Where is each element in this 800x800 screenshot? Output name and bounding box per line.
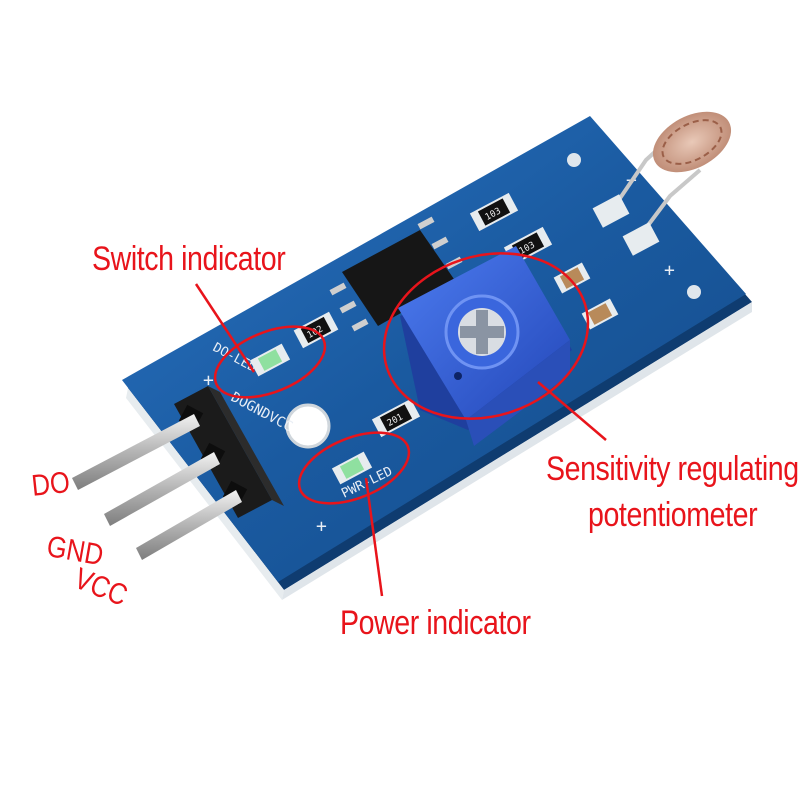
smd-resistors: 102 103 103 201 xyxy=(293,192,553,438)
power-indicator-label: Power indicator xyxy=(340,604,531,642)
pin-label-do: DO xyxy=(30,466,72,503)
pin-vcc xyxy=(136,490,242,560)
ldr-photoresistor xyxy=(592,111,732,256)
switch-indicator-pointer xyxy=(194,283,256,373)
pin-do xyxy=(72,414,200,490)
header-pins xyxy=(72,414,242,560)
potentiometer xyxy=(398,246,572,446)
silk-plus-ldr: + xyxy=(664,260,675,281)
pin-gnd xyxy=(104,452,220,526)
switch-indicator-ring xyxy=(213,325,327,399)
potentiometer-pointer xyxy=(537,381,607,441)
annotations xyxy=(213,252,590,505)
potentiometer-ring xyxy=(382,252,590,420)
sensitivity-label-line1: Sensitivity regulating xyxy=(546,450,799,488)
sensitivity-label-line2: potentiometer xyxy=(588,496,758,534)
silk-plus-bottom: + xyxy=(316,516,327,537)
pointer-lines xyxy=(194,283,607,597)
ic-chip xyxy=(329,216,463,332)
power-led xyxy=(331,451,373,485)
switch-indicator-label: Switch indicator xyxy=(92,240,286,278)
switch-led xyxy=(249,343,291,377)
power-indicator-ring xyxy=(297,431,411,505)
smd-capacitors xyxy=(553,262,619,330)
power-indicator-pointer xyxy=(364,477,384,597)
silk-plus-left: + xyxy=(203,370,214,391)
